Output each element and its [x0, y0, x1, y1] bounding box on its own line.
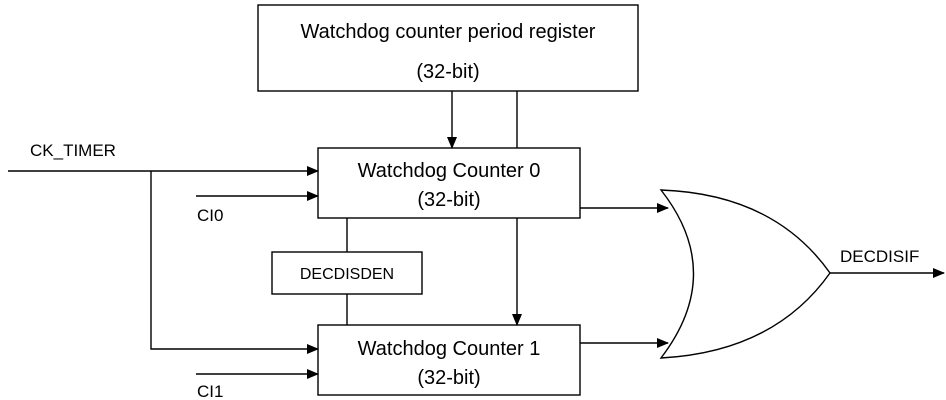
decdisden-label: DECDISDEN	[300, 266, 394, 283]
ci0-input: CI0	[196, 191, 319, 225]
ci1-label: CI1	[197, 382, 223, 400]
period-register-width: (32-bit)	[416, 61, 479, 83]
counter-1-title: Watchdog Counter 1	[358, 338, 541, 360]
or-gate	[659, 189, 831, 359]
counter-0-title: Watchdog Counter 0	[358, 160, 541, 182]
period-register-block: Watchdog counter period register (32-bit…	[257, 4, 639, 92]
decdisif-label: DECDISIF	[840, 247, 919, 266]
period-register-title: Watchdog counter period register	[301, 21, 596, 43]
decdisif-output: DECDISIF	[830, 247, 945, 278]
decdisden-block: DECDISDEN	[271, 218, 423, 325]
watchdog-counter-0-block: Watchdog Counter 0 (32-bit)	[317, 147, 581, 219]
ck-timer-label: CK_TIMER	[30, 141, 116, 160]
ck-timer-input: CK_TIMER	[8, 141, 319, 354]
ci0-label: CI0	[197, 206, 223, 225]
counter-1-width: (32-bit)	[417, 367, 480, 389]
ci1-input: CI1	[196, 369, 319, 400]
watchdog-counter-1-block: Watchdog Counter 1 (32-bit)	[317, 324, 581, 396]
counter-0-width: (32-bit)	[417, 189, 480, 211]
